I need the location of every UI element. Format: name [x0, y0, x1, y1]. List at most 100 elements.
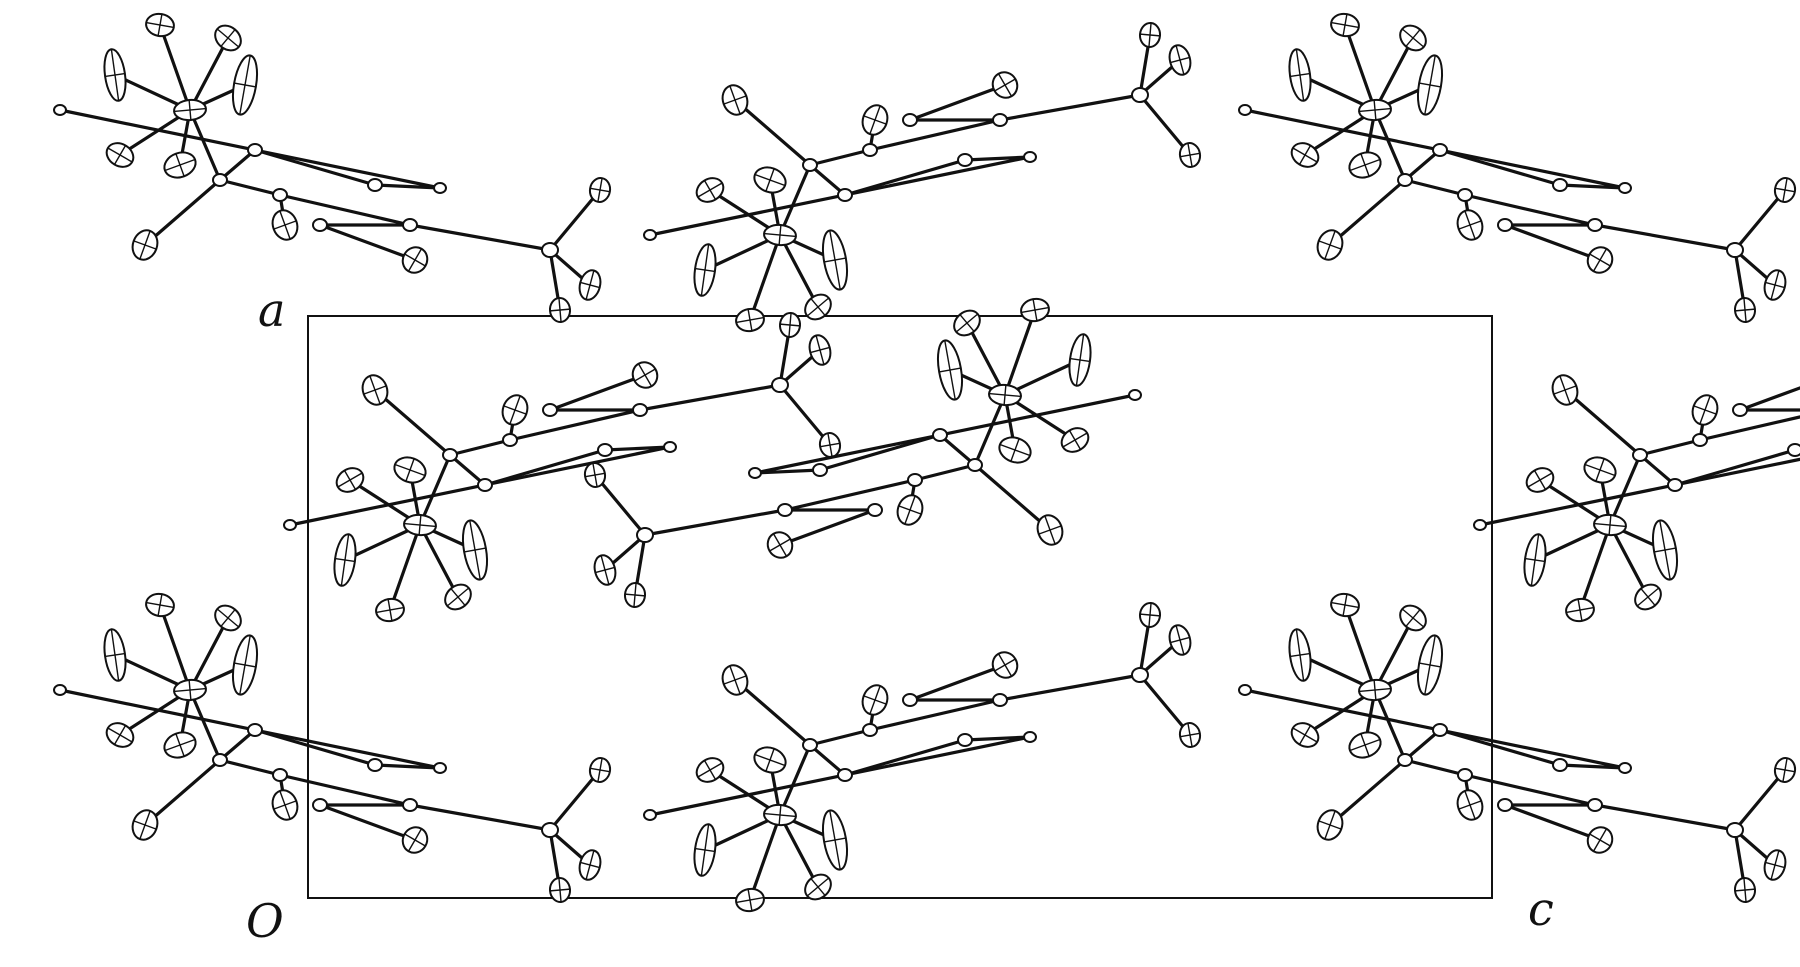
atom-ellipsoid: [1473, 519, 1487, 531]
bond: [1373, 36, 1415, 112]
bond: [783, 478, 917, 512]
atom-ellipsoid: [1358, 98, 1392, 122]
bond: [253, 728, 377, 767]
atom-ellipsoid: [936, 339, 964, 401]
bond: [1608, 453, 1642, 527]
bond: [818, 433, 942, 472]
molecule-1: [53, 12, 612, 323]
atom-ellipsoid: [1238, 684, 1252, 696]
atom-ellipsoid: [1432, 723, 1448, 737]
atom-ellipsoid: [1036, 514, 1064, 546]
bond: [1328, 178, 1407, 247]
bond: [1593, 223, 1737, 252]
bond: [1463, 773, 1597, 807]
molecule-6: [1473, 374, 1800, 623]
atom-ellipsoid: [367, 758, 383, 772]
atom-ellipsoid: [1290, 142, 1320, 168]
atom-ellipsoid: [1131, 87, 1149, 103]
atom-ellipsoid: [735, 887, 765, 913]
bond: [1733, 768, 1787, 832]
bond: [1638, 453, 1677, 487]
bond: [1373, 616, 1415, 692]
atom-ellipsoid: [907, 473, 923, 487]
bond: [1733, 188, 1787, 252]
bond: [748, 813, 782, 902]
bond: [373, 763, 442, 770]
atom-ellipsoid: [588, 177, 612, 203]
atom-ellipsoid: [802, 158, 818, 172]
atom-ellipsoid: [998, 436, 1032, 464]
atom-ellipsoid: [548, 297, 572, 323]
atom-ellipsoid: [663, 441, 677, 453]
atom-ellipsoid: [1457, 188, 1473, 202]
atom-ellipsoid: [578, 849, 602, 881]
atom-ellipsoid: [695, 757, 725, 783]
bond: [1373, 108, 1407, 182]
bond: [1698, 415, 1800, 442]
bond: [318, 803, 417, 842]
atom-ellipsoid: [1290, 722, 1320, 748]
atom-ellipsoid: [1399, 24, 1427, 52]
bond: [593, 473, 647, 537]
atom-ellipsoid: [867, 503, 883, 517]
atom-ellipsoid: [1692, 433, 1708, 447]
bond: [1138, 93, 1192, 157]
atom-ellipsoid: [375, 597, 405, 623]
atom-ellipsoid: [821, 229, 849, 291]
atom-ellipsoid: [173, 98, 207, 122]
atom-ellipsoid: [477, 478, 493, 492]
bond: [278, 773, 412, 807]
atom-ellipsoid: [163, 731, 197, 759]
atom-ellipsoid: [1691, 394, 1719, 426]
atom-ellipsoid: [1023, 731, 1037, 743]
bond: [733, 98, 812, 167]
bond: [1403, 758, 1467, 777]
atom-ellipsoid: [821, 809, 849, 871]
bond: [548, 768, 602, 832]
atom-ellipsoid: [812, 463, 828, 477]
atom-ellipsoid: [173, 678, 207, 702]
bond: [548, 188, 602, 252]
molecule-3: [1238, 12, 1797, 323]
bond: [1403, 728, 1442, 762]
atom-ellipsoid: [1763, 849, 1787, 881]
atom-ellipsoid: [763, 223, 797, 247]
atom-ellipsoid: [991, 71, 1019, 99]
atom-ellipsoid: [403, 513, 437, 537]
bond: [733, 678, 812, 747]
bond: [778, 813, 820, 889]
atom-ellipsoid: [735, 307, 765, 333]
atom-ellipsoid: [804, 873, 832, 901]
bond: [965, 321, 1007, 397]
atom-ellipsoid: [1552, 178, 1568, 192]
bond: [778, 508, 877, 547]
atom-ellipsoid: [1565, 597, 1595, 623]
atom-ellipsoid: [402, 798, 418, 812]
bond: [843, 158, 967, 197]
bond: [278, 193, 412, 227]
bond: [1438, 148, 1562, 187]
atom-ellipsoid: [837, 768, 853, 782]
axis-label-a: a: [258, 283, 285, 337]
atom-ellipsoid: [953, 309, 981, 337]
bond: [778, 163, 812, 237]
bond: [218, 178, 282, 197]
atom-ellipsoid: [861, 684, 889, 716]
atom-ellipsoid: [1020, 297, 1050, 323]
atom-ellipsoid: [53, 104, 67, 116]
bond: [1403, 178, 1467, 197]
bond: [143, 758, 222, 827]
bond: [808, 163, 847, 197]
atom-ellipsoid: [1399, 604, 1427, 632]
atom-ellipsoid: [1586, 246, 1614, 274]
atom-ellipsoid: [131, 229, 159, 261]
atom-ellipsoid: [312, 218, 328, 232]
bond: [548, 373, 647, 412]
atom-ellipsoid: [1667, 478, 1683, 492]
bond: [998, 673, 1142, 702]
atom-ellipsoid: [548, 877, 572, 903]
bond: [998, 93, 1142, 122]
atom-ellipsoid: [1587, 798, 1603, 812]
atom-ellipsoid: [231, 634, 259, 696]
bond: [373, 183, 442, 190]
